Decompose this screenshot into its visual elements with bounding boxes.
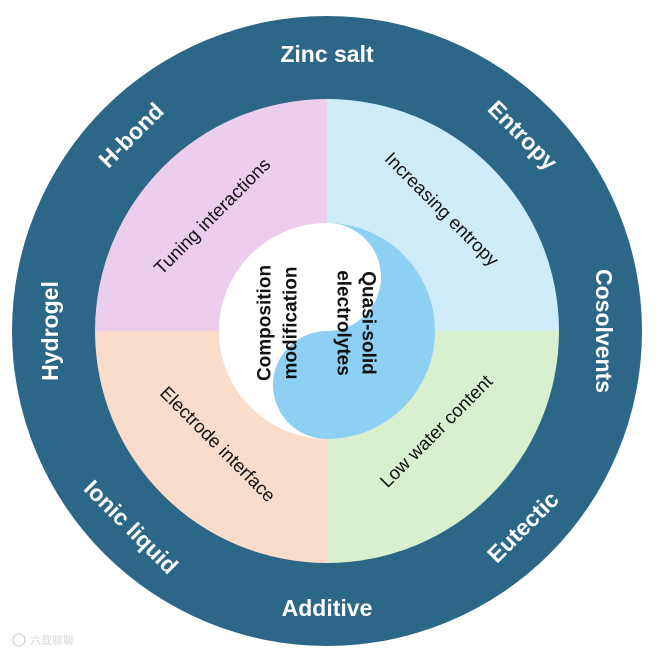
outer-label-zinc-salt: Zinc salt bbox=[280, 41, 374, 67]
watermark: 六载聊聊 bbox=[12, 633, 74, 647]
outer-label-additive: Additive bbox=[282, 595, 373, 621]
center-label-composition: Composition bbox=[255, 265, 276, 381]
center-quasi-solid-half bbox=[273, 223, 435, 439]
watermark-text: 六载聊聊 bbox=[30, 633, 74, 647]
center-label-modification: modification bbox=[281, 267, 302, 380]
outer-label-cosolvents: Cosolvents bbox=[591, 269, 617, 393]
center-label-electrolytes: electrolytes bbox=[333, 270, 354, 376]
center-label-quasi-solid: Quasi-solid bbox=[358, 271, 379, 374]
outer-label-hydrogel: Hydrogel bbox=[37, 281, 63, 381]
